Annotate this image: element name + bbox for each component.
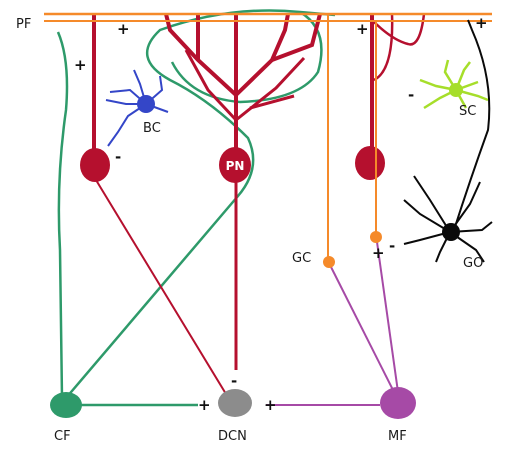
sign-golgi-gc-minus: -	[389, 237, 395, 255]
cf-inferior-olive-node	[50, 392, 82, 418]
pn-soma	[219, 147, 251, 183]
dcn-node	[218, 389, 252, 417]
stellate-cell	[419, 59, 489, 110]
purkinje-right-soma	[355, 146, 385, 180]
sign-pf-golgi-plus: +	[475, 14, 488, 32]
golgi-cell	[403, 19, 493, 263]
sign-mf-gc-plus: +	[372, 244, 385, 262]
label-gc: GC	[292, 251, 311, 266]
granule-cell-left	[323, 256, 335, 268]
basket-cell	[105, 69, 169, 147]
basket-cell-soma	[137, 95, 155, 113]
label-bc: BC	[143, 121, 161, 136]
purkinje-left-soma	[80, 148, 110, 182]
golgi-ascending-dendrite	[453, 19, 491, 231]
purkinje-left-axon	[95, 179, 227, 395]
mossy-fiber-to-gc-2	[376, 241, 399, 393]
purkinje-cell-pn	[164, 13, 322, 370]
granule-cell-right	[370, 231, 382, 243]
mossy-fiber-to-gc	[329, 264, 395, 393]
climbing-fiber-to-purkinje-left	[56, 31, 69, 399]
golgi-cell-soma	[442, 223, 460, 241]
stellate-cell-soma	[449, 83, 463, 97]
golgi-axon-to-gc	[403, 231, 451, 245]
purkinje-cell-right	[355, 13, 426, 180]
climbing-fiber-loop	[170, 10, 323, 104]
label-pn: PN	[226, 159, 245, 173]
mossy-fiber	[266, 241, 399, 406]
label-go: GO	[463, 256, 483, 271]
mf-node	[380, 387, 416, 419]
label-pf: PF	[16, 17, 31, 32]
parallel-fiber	[44, 12, 492, 268]
sign-sc-minus: -	[408, 86, 414, 104]
sign-bc-purkinje-minus: -	[115, 148, 121, 166]
label-dcn: DCN	[218, 429, 247, 444]
sign-mf-dcn-plus: +	[264, 396, 277, 414]
sign-pf-right-plus: +	[356, 20, 369, 38]
label-cf: CF	[54, 429, 71, 444]
sign-pf-pn-plus: +	[117, 20, 130, 38]
purkinje-cell-left	[80, 14, 227, 395]
sign-cf-purkinje-plus: +	[74, 56, 87, 74]
label-mf: MF	[388, 429, 407, 444]
sign-pn-dcn-minus: -	[231, 372, 237, 390]
label-sc: SC	[459, 104, 476, 119]
sign-cf-dcn-plus: +	[198, 396, 211, 414]
